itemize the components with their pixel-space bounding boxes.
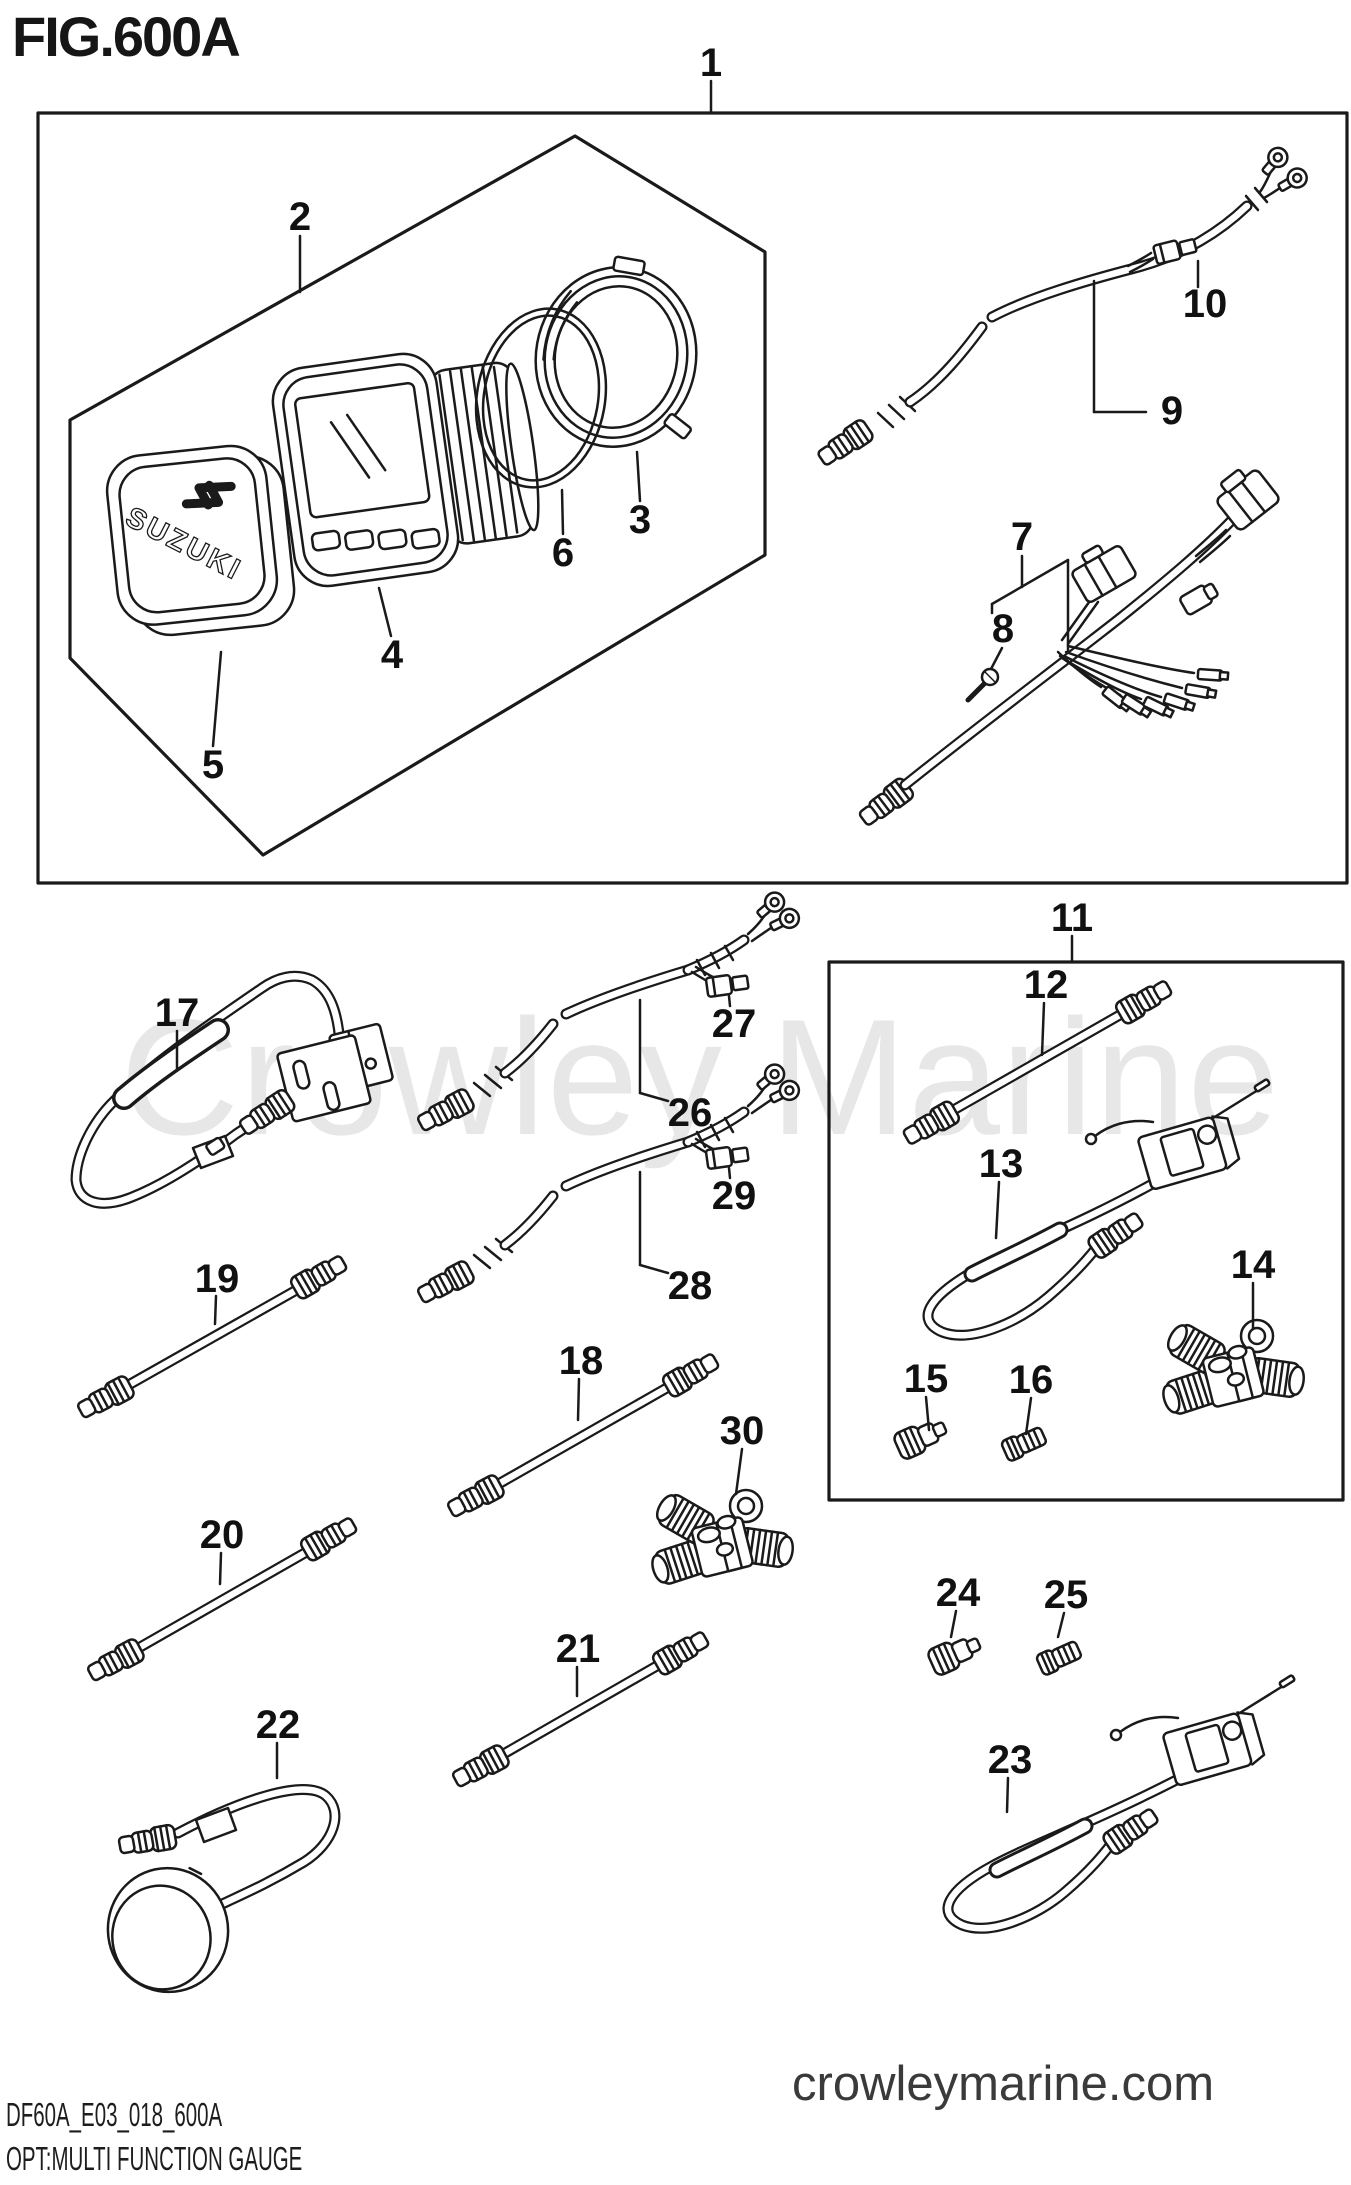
part-8-screw (965, 667, 1000, 703)
part-4-gauge (271, 352, 540, 588)
part-24-terminator-plug (925, 1629, 986, 1679)
part-23-sensor-harness (942, 1673, 1297, 1934)
part-25-terminator-plug (1034, 1637, 1085, 1678)
part-10-fuse-clip (1126, 234, 1199, 274)
part-20-cable (83, 1512, 361, 1687)
part-15-terminator-plug (891, 1413, 952, 1463)
part-13-sensor-harness (922, 1077, 1272, 1341)
part-14-tee-joint (1159, 1320, 1305, 1417)
part-22-transducer (106, 1784, 341, 1994)
part-17-sensor-assembly (70, 970, 394, 1209)
part-18-cable (443, 1348, 723, 1523)
part-19-cable (73, 1250, 351, 1424)
option-label-text: OPT:MULTI FUNCTION GAUGE (6, 2140, 303, 2177)
part-5-suzuki-cover: SUZUKI (105, 444, 296, 637)
part-21-cable (448, 1626, 713, 1793)
part-7-harness (854, 468, 1280, 831)
part-16-terminator-plug (999, 1423, 1050, 1464)
part-26-lead-wire (415, 889, 802, 1135)
leader-lines (175, 79, 1255, 1814)
drawing-code-text: DF60A_E03_018_600A (6, 2096, 223, 2133)
part-3-bezel-ring (534, 255, 698, 448)
part-28-lead-wire (415, 1061, 802, 1307)
website-text: crowleymarine.com (792, 2057, 1215, 2111)
kit-11-box (827, 960, 1345, 1502)
part-9-lead-wire (813, 142, 1312, 471)
part-30-tee-joint (648, 1490, 794, 1587)
figure-title: FIG.600A (12, 5, 241, 68)
part-12-extension-cable (899, 975, 1176, 1150)
